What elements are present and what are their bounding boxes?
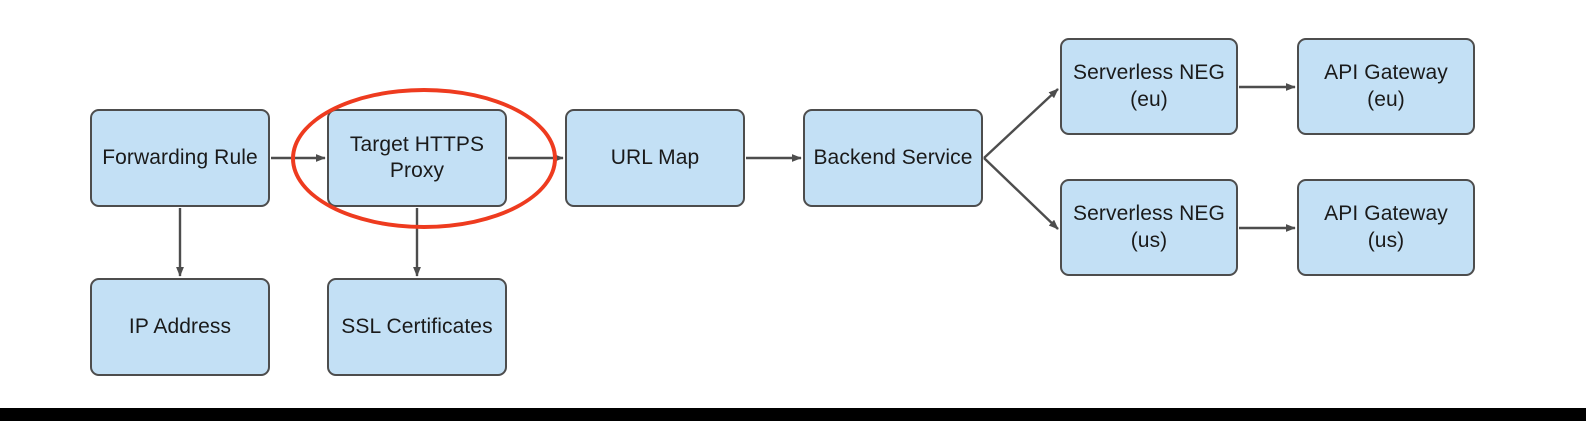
node-label-api-gateway-us: API Gateway (us): [1324, 202, 1448, 252]
edge-backend-service-to-serverless-neg-us: [983, 157, 1059, 230]
bottom-bar: [0, 408, 1586, 421]
node-label-serverless-neg-us: Serverless NEG (us): [1073, 202, 1225, 252]
edge-backend-service-to-serverless-neg-eu: [983, 88, 1059, 159]
node-backend-service[interactable]: Backend Service: [803, 109, 983, 207]
node-api-gateway-eu[interactable]: API Gateway (eu): [1297, 38, 1475, 135]
node-serverless-neg-eu[interactable]: Serverless NEG (eu): [1060, 38, 1238, 135]
node-label-ip-address: IP Address: [128, 314, 232, 338]
node-target-https-proxy[interactable]: Target HTTPS Proxy: [327, 109, 507, 207]
node-label-api-gateway-eu: API Gateway (eu): [1324, 61, 1448, 111]
node-ssl-certificates[interactable]: SSL Certificates: [327, 278, 507, 376]
node-label-target-https-proxy: Target HTTPS Proxy: [349, 132, 485, 182]
node-forwarding-rule[interactable]: Forwarding Rule: [90, 109, 270, 207]
node-label-backend-service: Backend Service: [813, 145, 973, 169]
node-ip-address[interactable]: IP Address: [90, 278, 270, 376]
node-label-url-map: URL Map: [610, 145, 700, 169]
node-label-forwarding-rule: Forwarding Rule: [102, 145, 258, 169]
node-serverless-neg-us[interactable]: Serverless NEG (us): [1060, 179, 1238, 276]
node-api-gateway-us[interactable]: API Gateway (us): [1297, 179, 1475, 276]
node-label-ssl-certificates: SSL Certificates: [341, 314, 493, 338]
node-url-map[interactable]: URL Map: [565, 109, 745, 207]
node-label-serverless-neg-eu: Serverless NEG (eu): [1073, 61, 1225, 111]
